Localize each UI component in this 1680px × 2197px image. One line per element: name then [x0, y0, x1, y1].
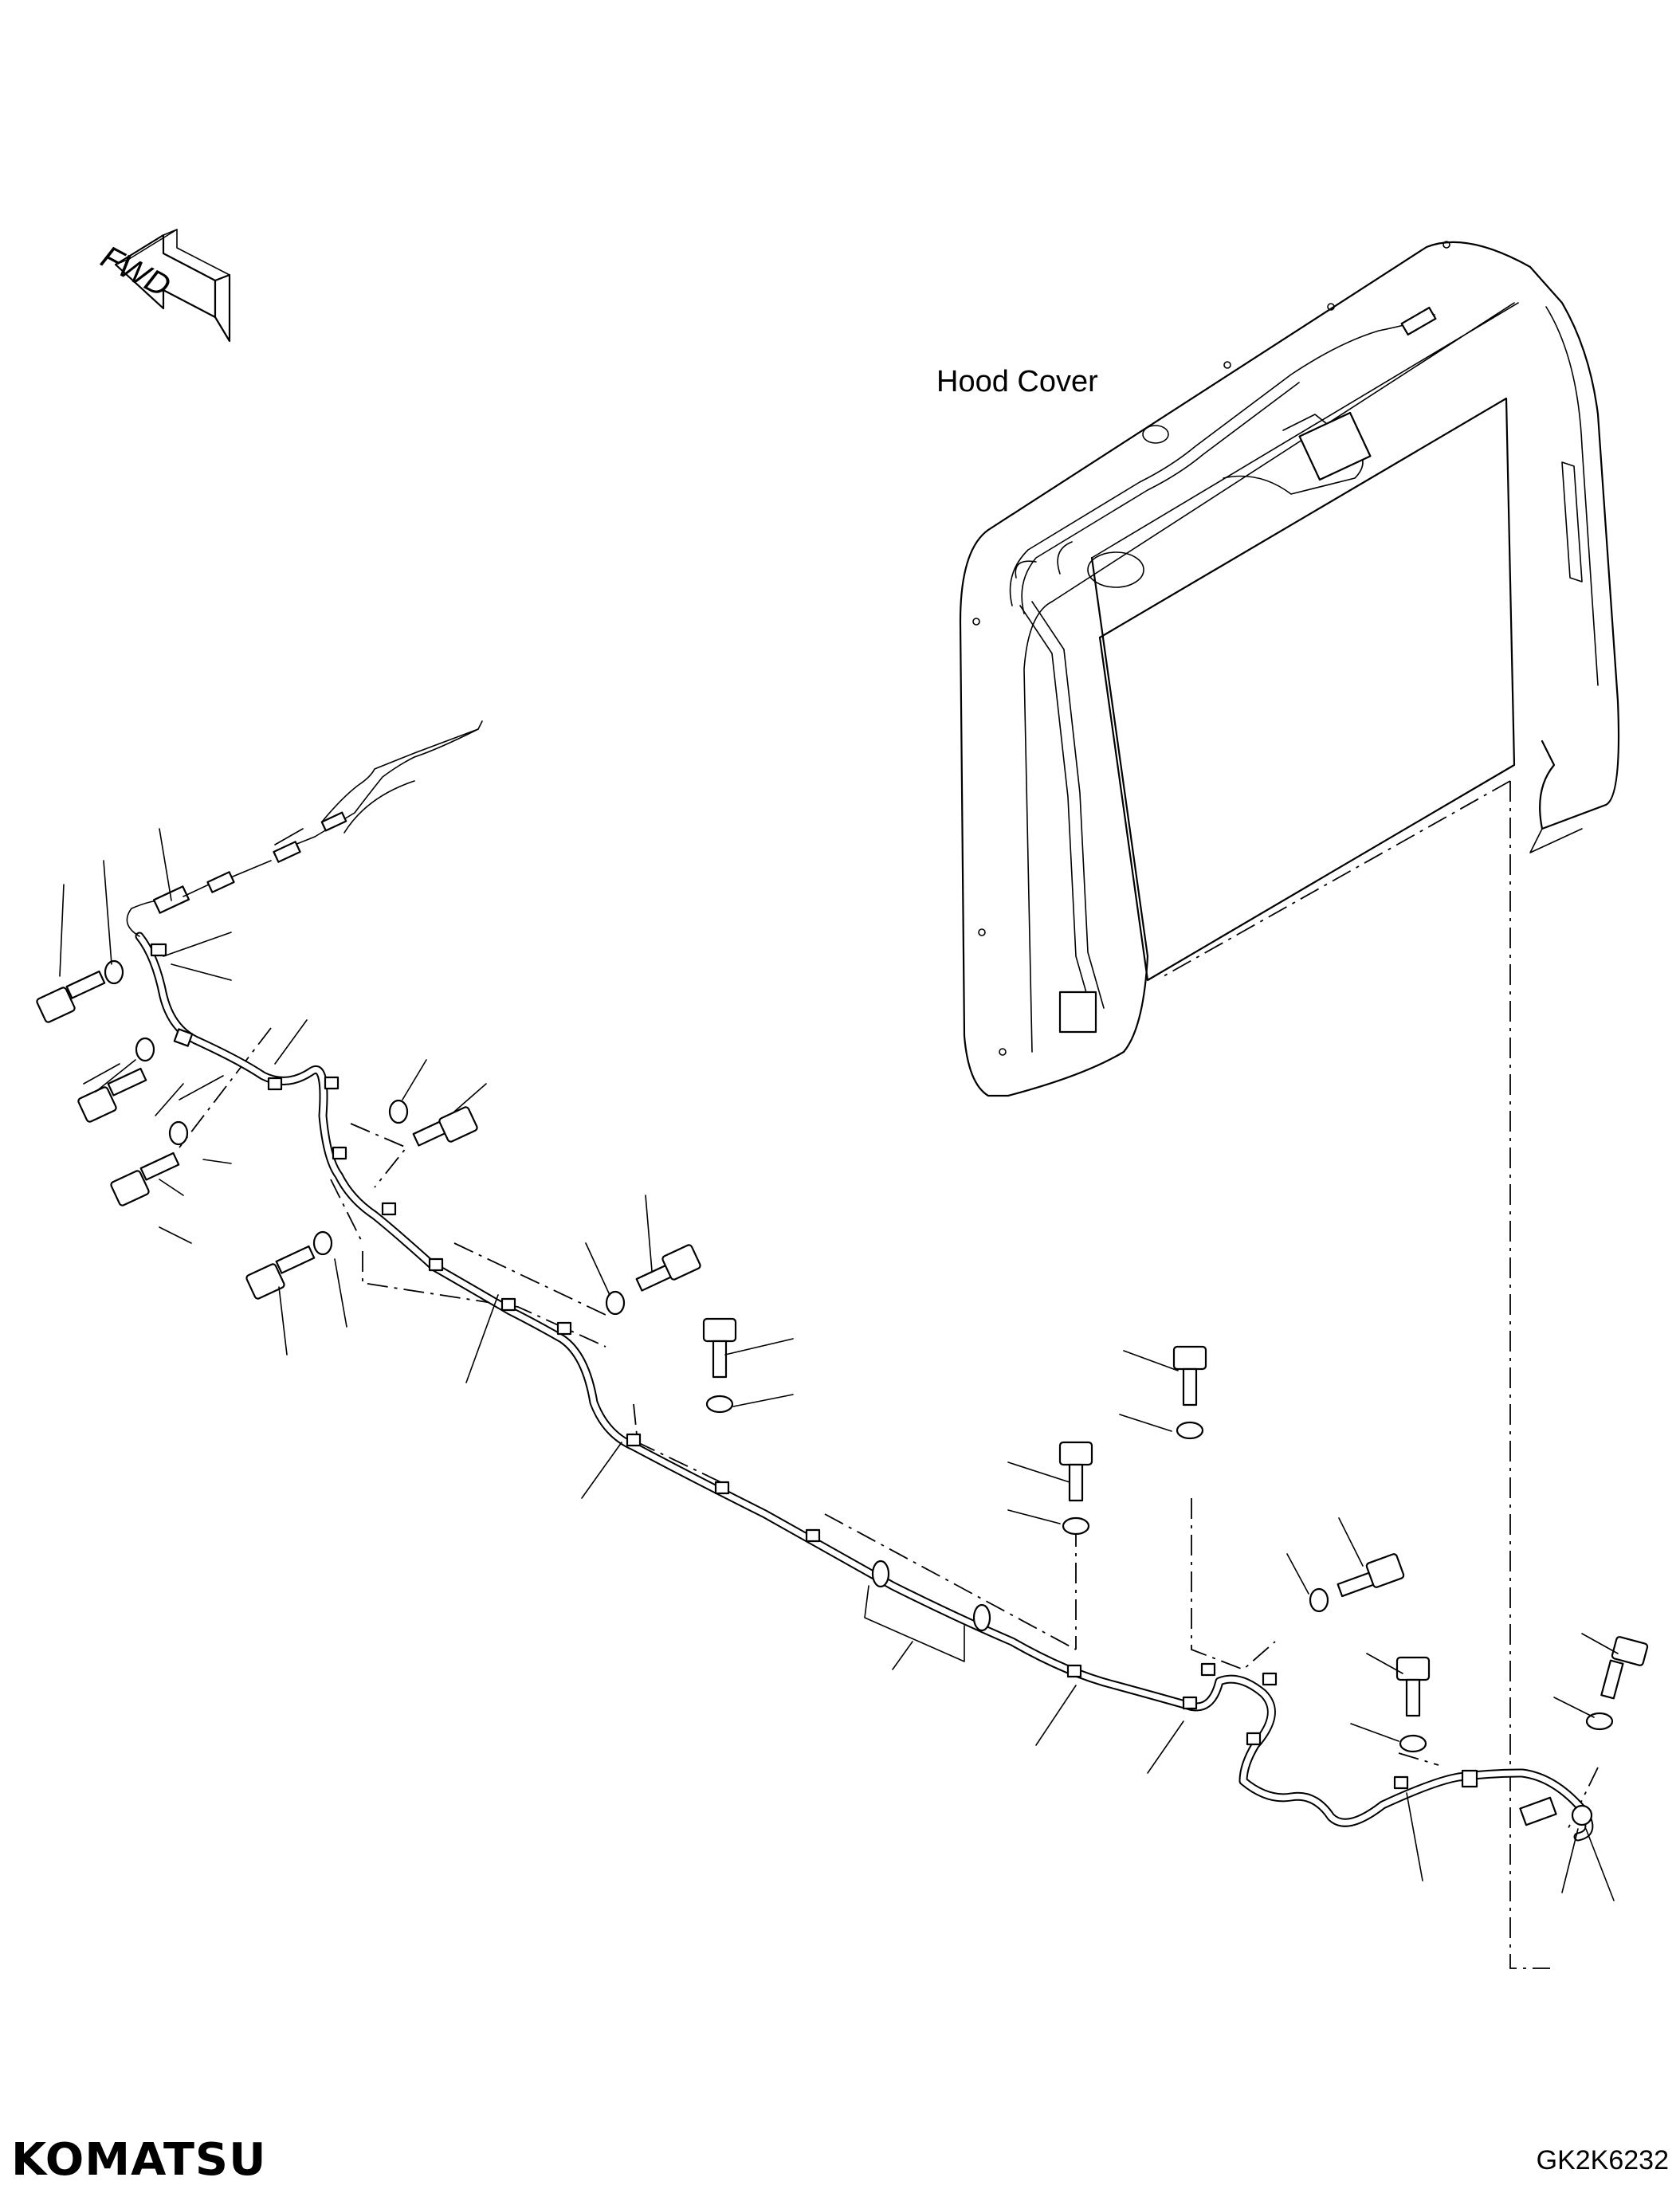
bolt: [635, 1244, 701, 1292]
hood-cover: [959, 241, 1620, 1097]
komatsu-logo: KOMATSU: [11, 2134, 267, 2186]
forward-arrow-icon: FWD: [92, 229, 231, 343]
bolt: [245, 1245, 316, 1300]
leader-lines: [59, 828, 1619, 1901]
bolt: [77, 1067, 147, 1123]
bolt: [412, 1106, 478, 1147]
bolt-group: [36, 959, 1649, 1753]
bolt: [36, 970, 106, 1023]
hood-cover-label: Hood Cover: [936, 365, 1098, 398]
assembly-guide-lines: [179, 780, 1599, 1969]
bolt: [1337, 1553, 1405, 1598]
sensor-pigtail: [274, 720, 483, 845]
bolt: [1395, 1656, 1431, 1717]
bolt: [1600, 1636, 1649, 1700]
floor-wiring-harness: [126, 728, 1594, 1842]
bolt: [1058, 1441, 1093, 1502]
bolt: [1172, 1345, 1207, 1406]
bolt: [702, 1317, 737, 1379]
fwd-label: FWD: [92, 241, 179, 303]
drawing-code: GK2K6232: [1536, 2145, 1669, 2175]
bolt: [110, 1151, 180, 1206]
